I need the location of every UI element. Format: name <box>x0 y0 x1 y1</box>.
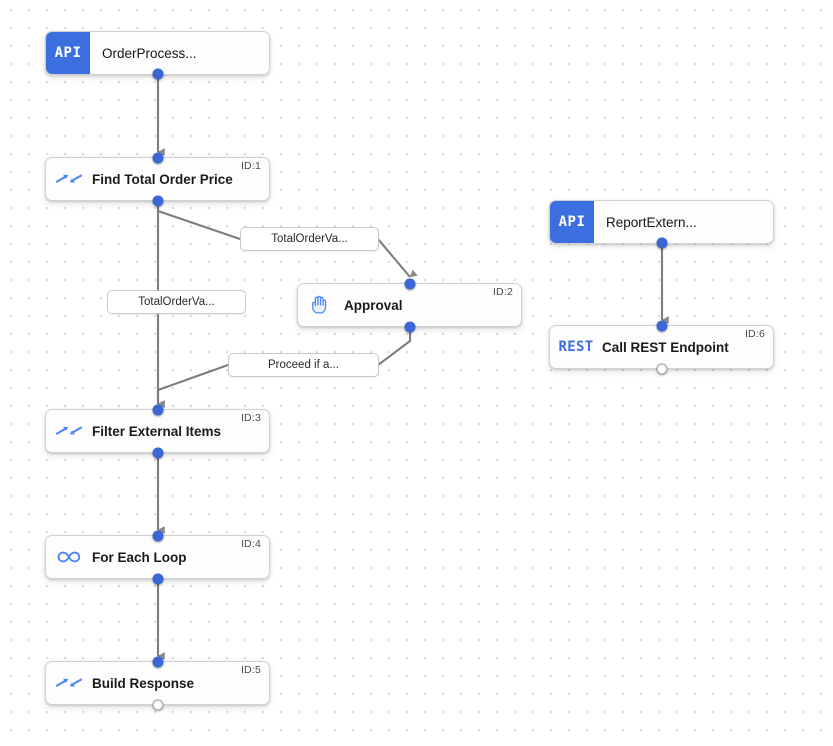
port-in-for-each-loop[interactable] <box>152 530 164 542</box>
node-id-label: ID:6 <box>744 328 765 340</box>
node-id-label: ID:5 <box>240 664 261 676</box>
port-in-call-rest-endpoint[interactable] <box>656 320 668 332</box>
port-out-approval[interactable] <box>404 321 416 333</box>
port-in-find-total-order-price[interactable] <box>152 152 164 164</box>
node-call-rest-endpoint[interactable]: REST Call REST Endpoint ID:6 <box>549 325 774 369</box>
node-title: ReportExtern... <box>606 214 697 230</box>
port-in-filter-external-items[interactable] <box>152 404 164 416</box>
infinity-loop-icon <box>46 536 92 578</box>
node-title: OrderProcess... <box>102 45 197 61</box>
node-title: Filter External Items <box>92 423 222 439</box>
node-id-label: ID:4 <box>240 538 261 550</box>
node-title: Approval <box>344 297 403 313</box>
node-id-label: ID:1 <box>240 160 261 172</box>
edge-label-proceed-if-approved[interactable]: Proceed if a... <box>228 353 379 377</box>
port-out-call-rest-endpoint[interactable] <box>656 363 668 375</box>
node-reportextern[interactable]: API ReportExtern... <box>549 200 774 244</box>
api-badge-icon: API <box>46 32 90 74</box>
converge-arrows-icon <box>46 410 92 452</box>
node-id-label: ID:2 <box>492 286 513 298</box>
port-in-approval[interactable] <box>404 278 416 290</box>
rest-badge-icon: REST <box>558 339 594 355</box>
port-out-build-response[interactable] <box>152 699 164 711</box>
node-filter-external-items[interactable]: Filter External Items ID:3 <box>45 409 270 453</box>
node-orderprocess[interactable]: API OrderProcess... <box>45 31 270 75</box>
node-title: Call REST Endpoint <box>602 339 729 355</box>
node-for-each-loop[interactable]: For Each Loop ID:4 <box>45 535 270 579</box>
node-approval[interactable]: Approval ID:2 <box>297 283 522 327</box>
node-id-label: ID:3 <box>240 412 261 424</box>
node-title: Find Total Order Price <box>92 171 233 187</box>
node-title: Build Response <box>92 675 195 691</box>
node-find-total-order-price[interactable]: Find Total Order Price ID:1 <box>45 157 270 201</box>
port-out-find-total-order-price[interactable] <box>152 195 164 207</box>
converge-arrows-icon <box>46 662 92 704</box>
edge-label-totalordervalue-to-filter[interactable]: TotalOrderVa... <box>107 290 246 314</box>
node-build-response[interactable]: Build Response ID:5 <box>45 661 270 705</box>
node-title: For Each Loop <box>92 549 187 565</box>
api-badge-icon: API <box>550 201 594 243</box>
port-out-for-each-loop[interactable] <box>152 573 164 585</box>
port-in-build-response[interactable] <box>152 656 164 668</box>
converge-arrows-icon <box>46 158 92 200</box>
edge-label-totalordervalue-to-approval[interactable]: TotalOrderVa... <box>240 227 379 251</box>
raised-hand-icon <box>298 284 344 326</box>
port-out-reportextern[interactable] <box>656 237 668 249</box>
port-out-orderprocess[interactable] <box>152 68 164 80</box>
port-out-filter-external-items[interactable] <box>152 447 164 459</box>
